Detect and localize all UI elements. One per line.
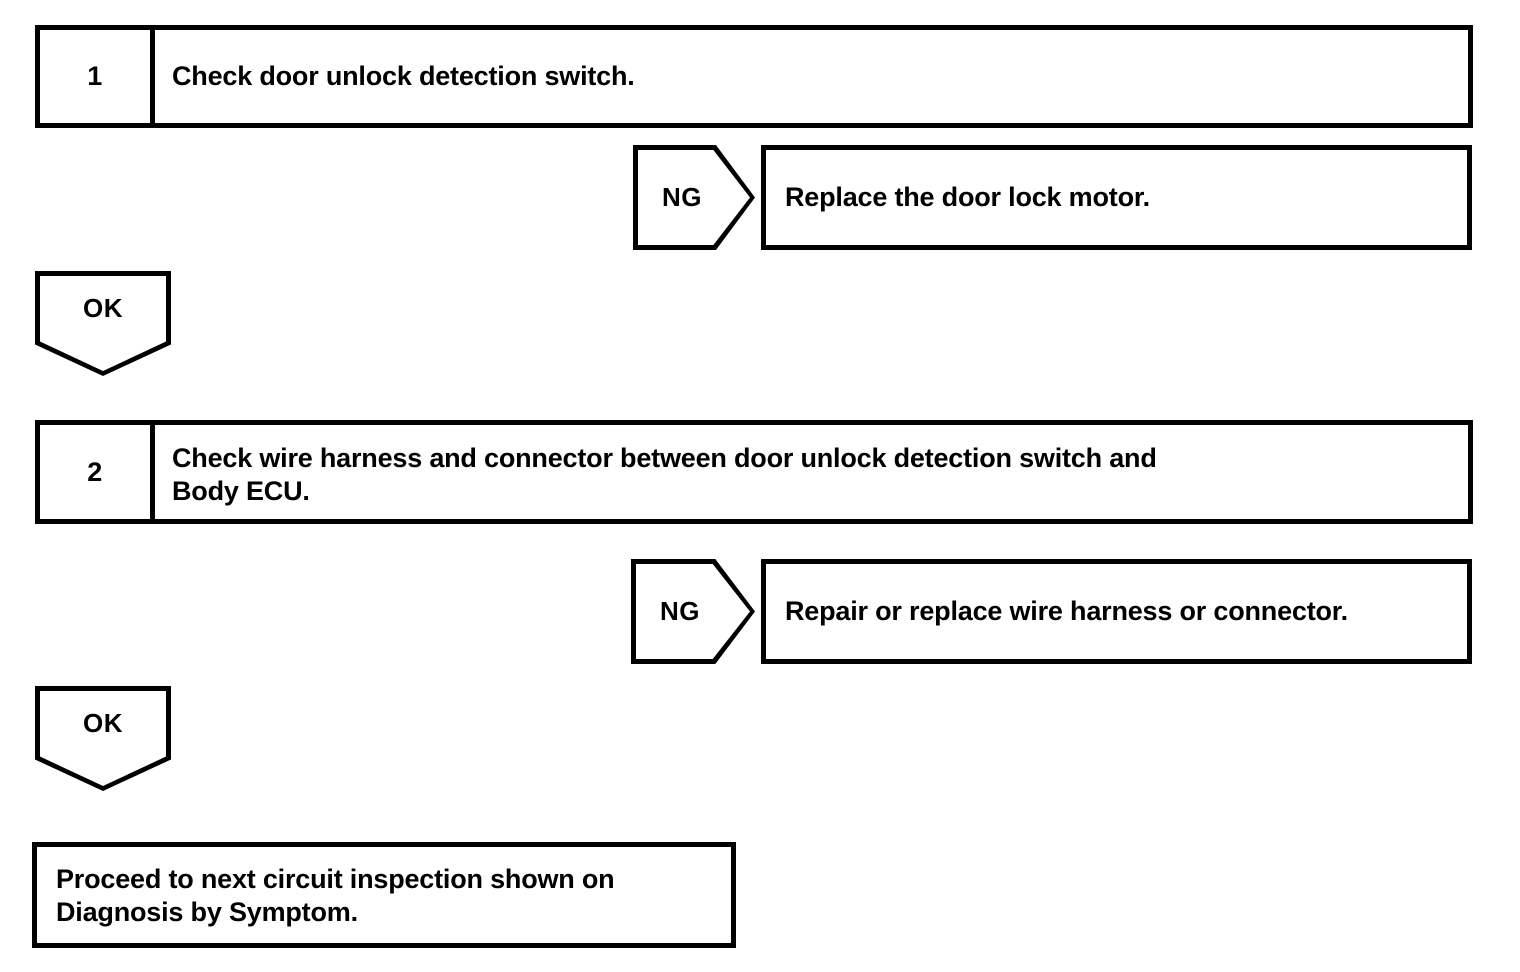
result-box-1-text: Replace the door lock motor.	[785, 182, 1150, 213]
step-box-1[interactable]: 1 Check door unlock detection switch.	[35, 25, 1473, 128]
step-box-2[interactable]: 2 Check wire harness and connector betwe…	[35, 420, 1473, 524]
step-number-2: 2	[40, 425, 155, 519]
result-box-1[interactable]: Replace the door lock motor.	[761, 145, 1472, 250]
ng-arrow-2[interactable]: NG	[631, 559, 755, 664]
ng-arrow-2-inner: NG	[636, 564, 750, 659]
ok-arrow-1-label: OK	[83, 293, 123, 323]
ng-arrow-1[interactable]: NG	[633, 145, 755, 250]
step-text-2: Check wire harness and connector between…	[155, 425, 1468, 519]
final-box[interactable]: Proceed to next circuit inspection shown…	[32, 842, 736, 948]
result-box-2-text: Repair or replace wire harness or connec…	[785, 596, 1348, 627]
ng-arrow-1-inner: NG	[638, 150, 750, 245]
step-text-1: Check door unlock detection switch.	[155, 30, 1468, 123]
step-text-2-line2: Body ECU	[172, 475, 303, 506]
final-box-period: .	[350, 896, 359, 927]
ok-arrow-2[interactable]: OK	[35, 686, 171, 791]
ng-arrow-1-label: NG	[662, 182, 702, 212]
final-box-line1: Proceed to next circuit inspection shown…	[56, 864, 615, 894]
ng-arrow-2-label: NG	[660, 596, 700, 626]
step-number-1: 1	[40, 30, 155, 123]
ok-arrow-1[interactable]: OK	[35, 271, 171, 376]
final-box-line2: Diagnosis by Symptom	[56, 896, 351, 927]
step-text-1-period: .	[627, 61, 635, 92]
step-text-2-period: .	[302, 475, 310, 506]
result-box-2[interactable]: Repair or replace wire harness or connec…	[761, 559, 1472, 664]
ok-arrow-2-label: OK	[83, 708, 123, 738]
step-text-2-line1: Check wire harness and connector between…	[172, 443, 1157, 473]
step-text-1-line1: Check door unlock detection switch	[172, 61, 628, 92]
